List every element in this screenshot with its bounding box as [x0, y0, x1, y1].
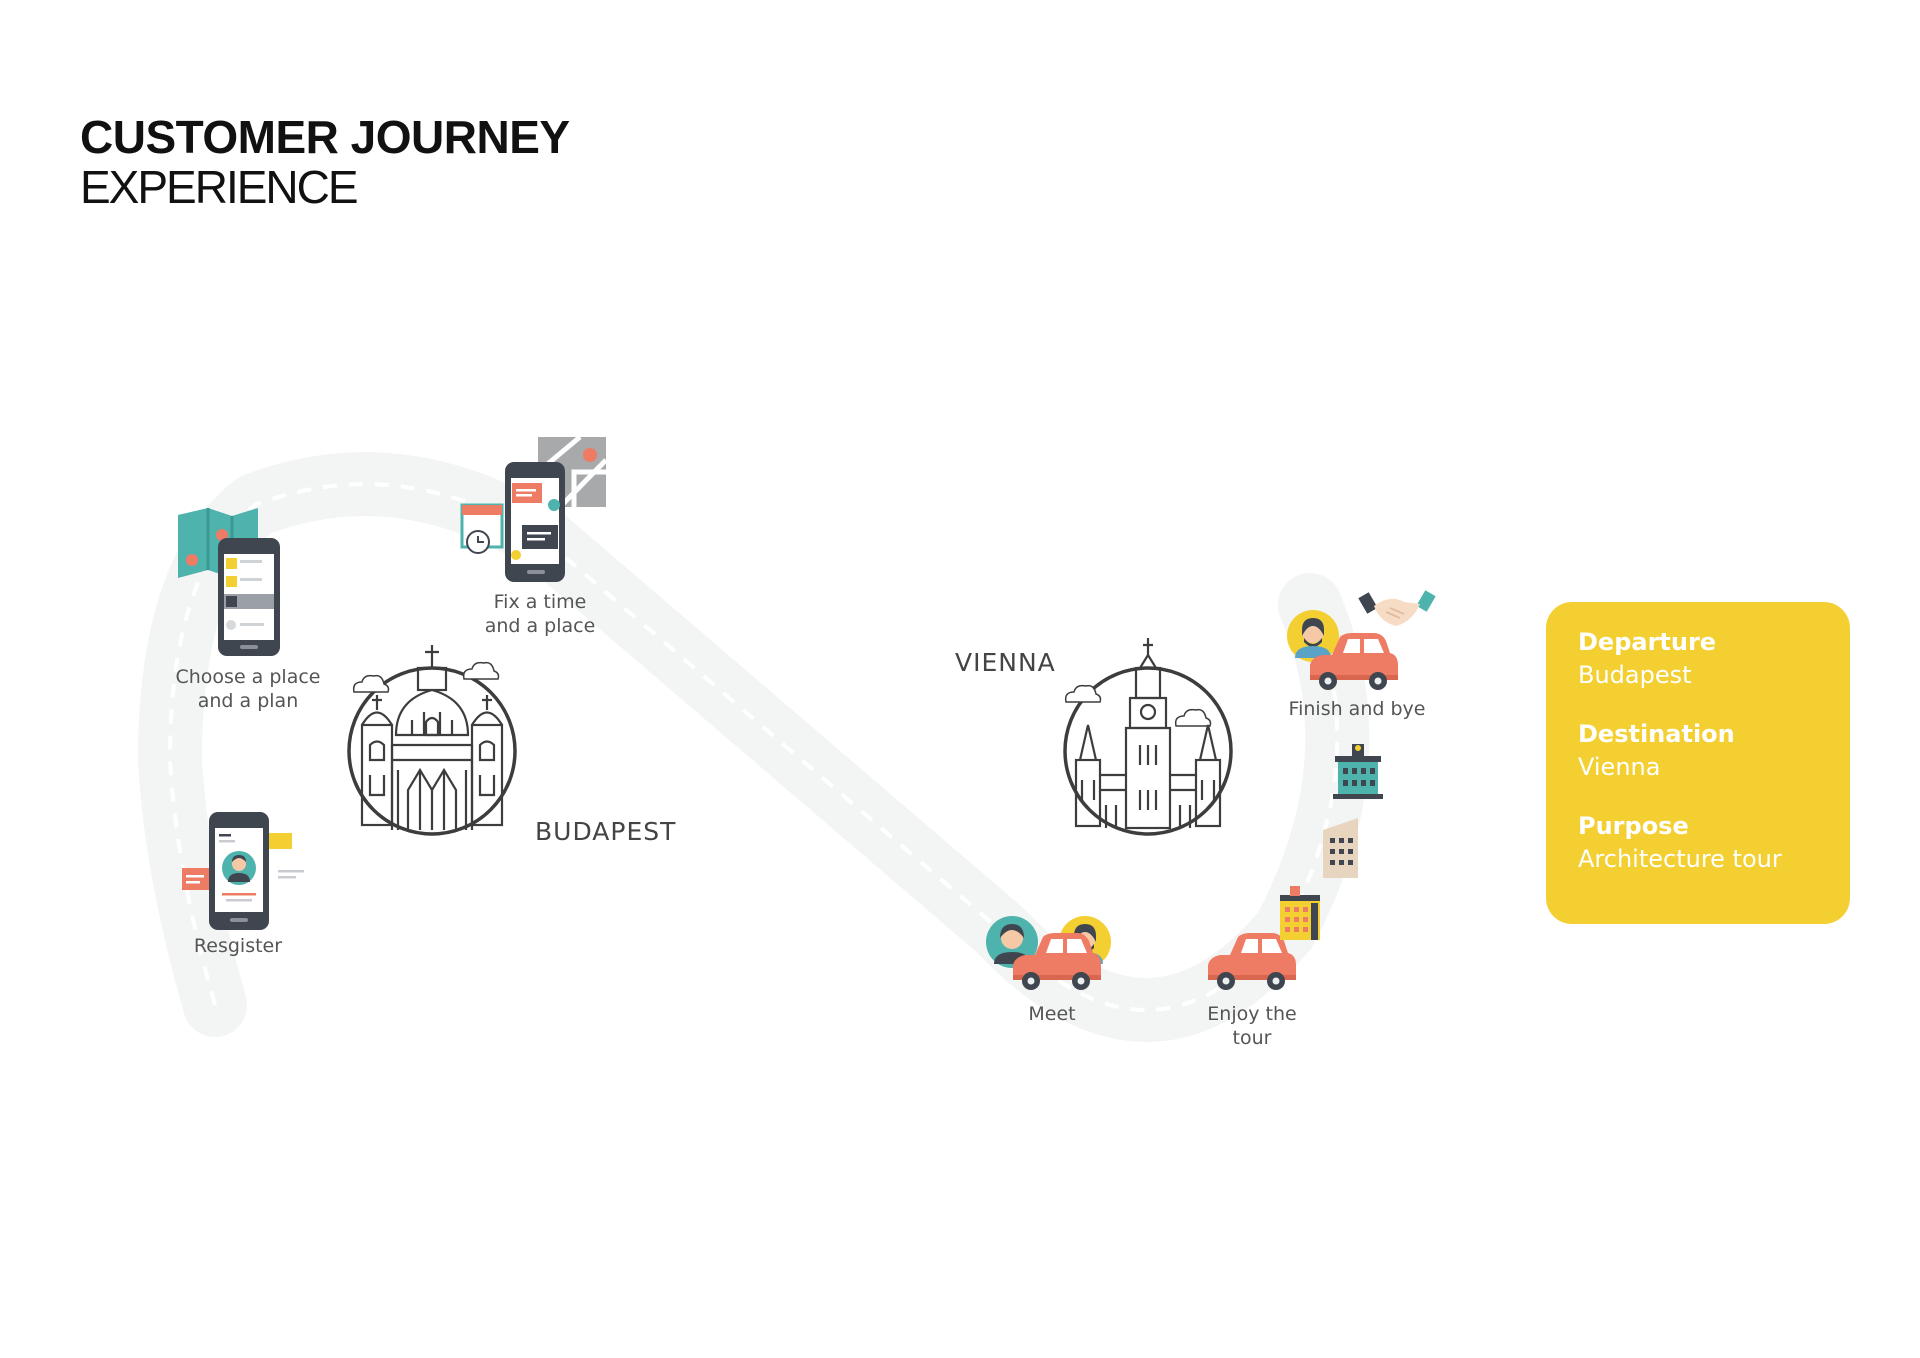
basilica-icon — [347, 645, 517, 836]
step-finish: Finish and bye — [1287, 590, 1436, 720]
step-fix-time: Fix a time and a place — [460, 435, 608, 637]
step-choose-place: Choose a place and a plan — [176, 508, 321, 712]
city-label-budapest: BUDAPEST — [535, 817, 676, 846]
step-label: Choose a place — [176, 666, 321, 688]
step-label: Finish and bye — [1289, 698, 1426, 720]
page-subtitle: EXPERIENCE — [80, 160, 359, 213]
step-meet: Meet — [986, 916, 1111, 1025]
purpose-label: Purpose — [1578, 812, 1689, 840]
step-label: Meet — [1028, 1003, 1075, 1025]
purpose-item: Purpose Architecture tour — [1578, 810, 1818, 876]
step-enjoy-tour: Enjoy the tour — [1207, 933, 1297, 1049]
building-icons — [1280, 744, 1383, 940]
step-label: Enjoy the — [1207, 1003, 1296, 1025]
building-icon — [1280, 886, 1320, 940]
step-label: Fix a time — [494, 591, 587, 613]
phone-profile-icon — [182, 812, 304, 930]
step-label: and a place — [485, 615, 596, 637]
destination-item: Destination Vienna — [1578, 718, 1818, 784]
page-title: CUSTOMER JOURNEY — [80, 111, 570, 163]
departure-value: Budapest — [1578, 661, 1692, 689]
budapest-emblem: BUDAPEST — [347, 645, 676, 846]
journey-road — [138, 452, 1370, 1042]
phone-map-icon — [178, 508, 280, 656]
phone-calendar-map-icon — [460, 435, 608, 582]
destination-label: Destination — [1578, 720, 1735, 748]
title-block: CUSTOMER JOURNEY EXPERIENCE — [80, 112, 570, 211]
car-handshake-icon — [1287, 590, 1436, 690]
destination-value: Vienna — [1578, 753, 1661, 781]
building-icon — [1323, 818, 1358, 878]
purpose-value: Architecture tour — [1578, 845, 1782, 873]
step-label: Resgister — [194, 935, 282, 957]
vienna-emblem: VIENNA — [955, 638, 1233, 836]
handshake-icon — [1358, 590, 1436, 626]
step-label: tour — [1233, 1027, 1272, 1049]
building-icon — [1333, 744, 1383, 799]
city-hall-icon — [1063, 638, 1233, 836]
departure-label: Departure — [1578, 628, 1717, 656]
trip-info-card: Departure Budapest Destination Vienna Pu… — [1546, 602, 1850, 924]
departure-item: Departure Budapest — [1578, 626, 1818, 692]
city-label-vienna: VIENNA — [955, 648, 1056, 677]
step-label: and a plan — [198, 690, 299, 712]
step-register: Resgister — [182, 812, 304, 957]
